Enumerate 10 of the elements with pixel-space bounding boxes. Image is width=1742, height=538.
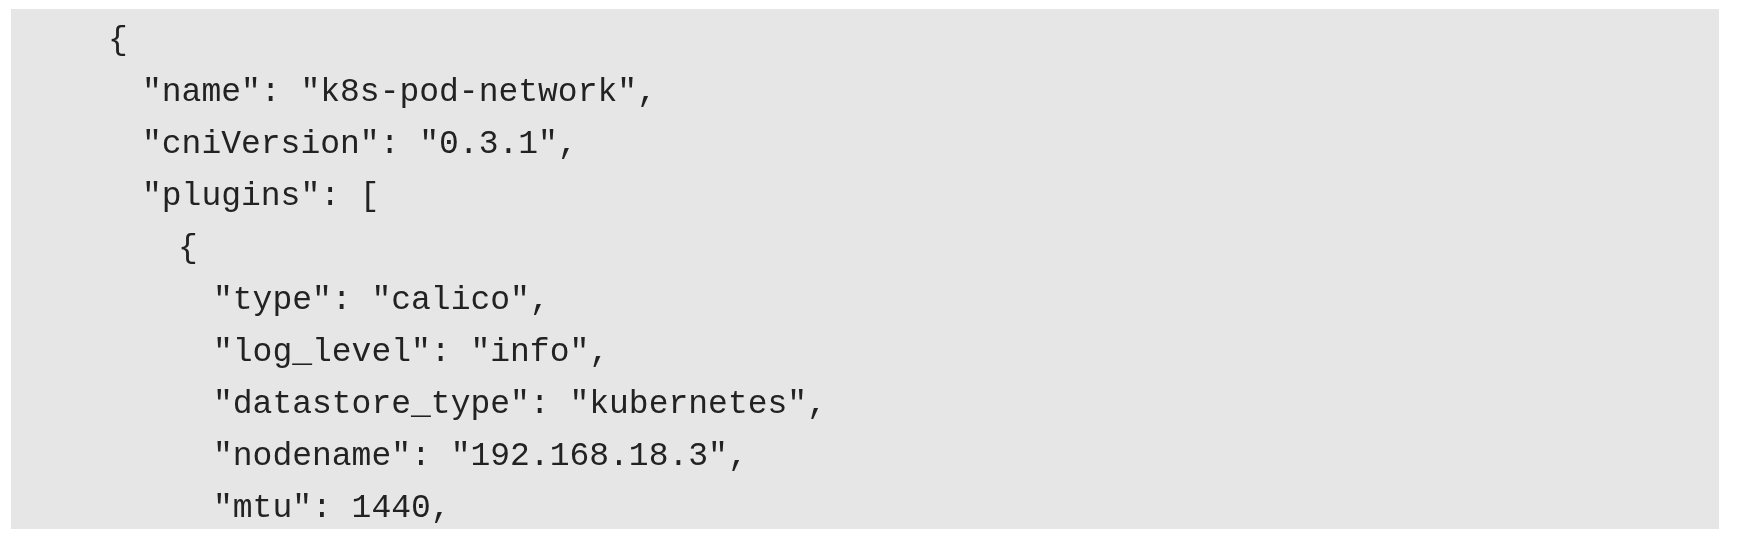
code-line: "plugins": [ [142,177,380,217]
code-line: "mtu": 1440, [213,489,451,529]
code-line: "cniVersion": "0.3.1", [142,125,578,165]
code-line: { [108,21,128,61]
code-line: "nodename": "192.168.18.3", [213,437,748,477]
code-line: "type": "calico", [213,281,550,321]
code-line: "log_level": "info", [213,333,610,373]
code-line: "name": "k8s-pod-network", [142,73,657,113]
code-line: { [178,229,198,269]
code-line: "datastore_type": "kubernetes", [213,385,827,425]
